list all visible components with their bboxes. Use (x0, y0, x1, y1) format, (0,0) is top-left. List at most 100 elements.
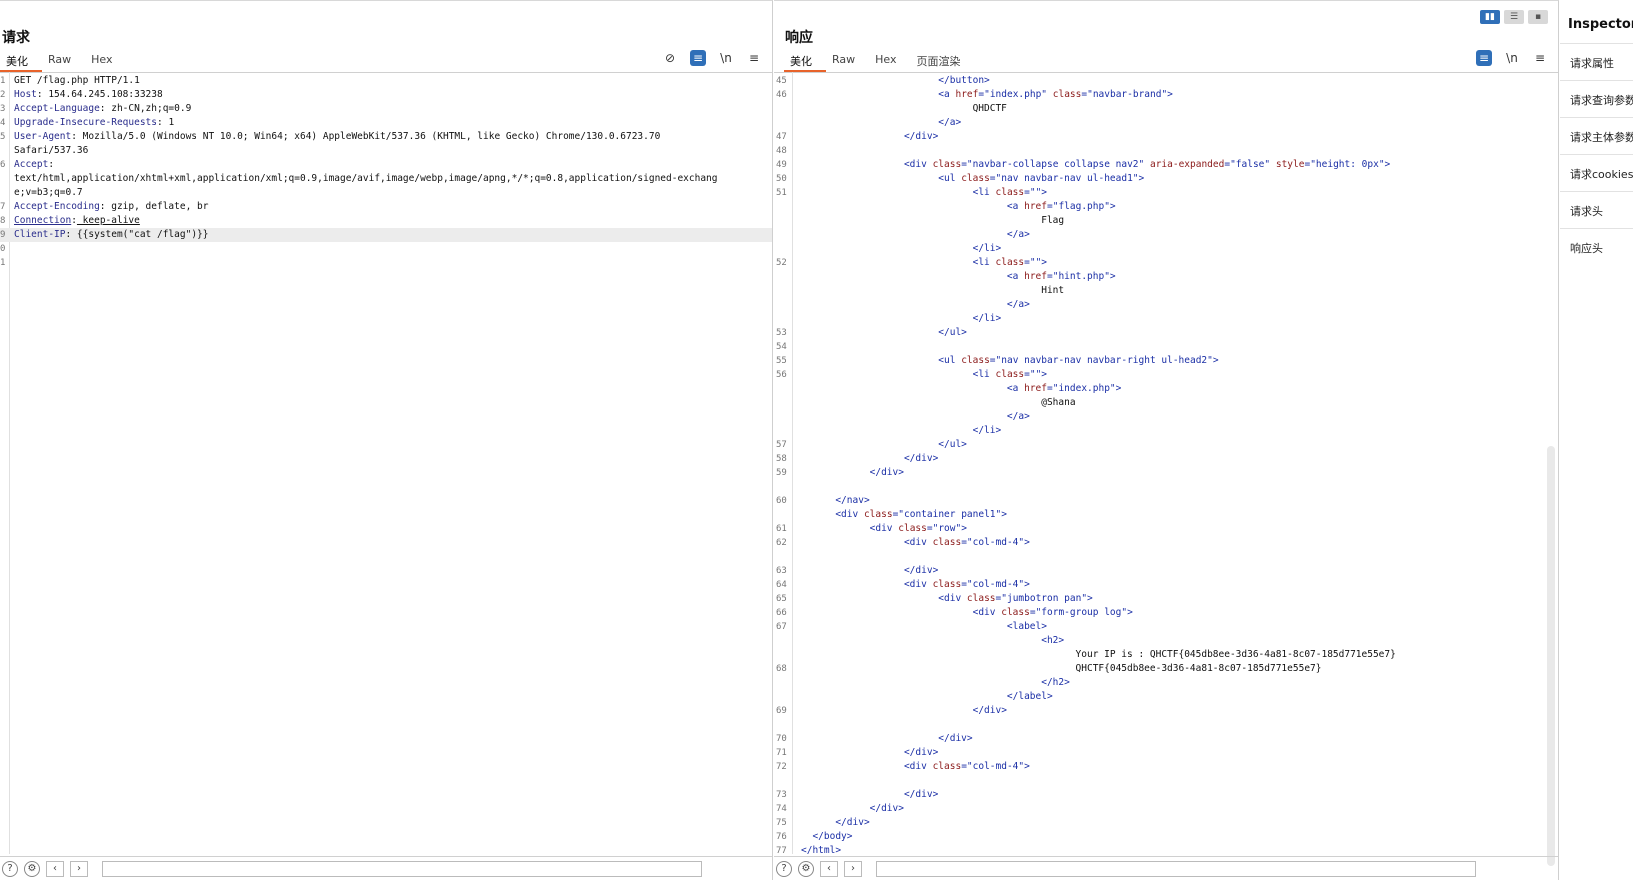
code-line[interactable]: QHDCTF (774, 102, 1558, 116)
code-line[interactable]: 67 <label> (774, 620, 1558, 634)
code-line[interactable]: 70 </div> (774, 732, 1558, 746)
next-match-button[interactable]: › (70, 860, 88, 877)
code-line[interactable]: 48 (774, 144, 1558, 158)
code-line[interactable]: 54 (774, 340, 1558, 354)
code-line[interactable] (774, 550, 1558, 564)
code-line[interactable]: 66 <div class="form-group log"> (774, 606, 1558, 620)
code-line[interactable]: <div class="container panel1"> (774, 508, 1558, 522)
inspector-item-cookies[interactable]: 请求cookies (1560, 154, 1633, 191)
code-line[interactable]: Safari/537.36 (0, 144, 772, 158)
code-line[interactable]: <a href="index.php"> (774, 382, 1558, 396)
tab-render[interactable]: 页面渲染 (916, 55, 961, 68)
code-line[interactable]: 76 </body> (774, 830, 1558, 844)
prev-match-button[interactable]: ‹ (820, 860, 838, 877)
inspector-item-body-params[interactable]: 请求主体参数 (1560, 117, 1633, 154)
settings-icon[interactable]: ⚙ (798, 860, 814, 877)
tab-raw[interactable]: Raw (48, 53, 72, 66)
code-line[interactable]: </a> (774, 410, 1558, 424)
prev-match-button[interactable]: ‹ (46, 860, 64, 877)
code-line[interactable]: 68 QHCTF{045db8ee-3d36-4a81-8c07-185d771… (774, 662, 1558, 676)
wrap-lines-icon[interactable]: ≡ (690, 50, 706, 66)
code-line[interactable]: 0 (0, 242, 772, 256)
code-line[interactable] (774, 480, 1558, 494)
code-line[interactable]: 1 (0, 256, 772, 270)
search-input[interactable] (102, 860, 702, 877)
code-line[interactable] (774, 718, 1558, 732)
code-line[interactable]: <a href="flag.php"> (774, 200, 1558, 214)
code-line[interactable]: 62 <div class="col-md-4"> (774, 536, 1558, 550)
layout-side-by-side-icon[interactable]: ▮▮ (1480, 10, 1500, 24)
menu-icon[interactable]: ≡ (1534, 51, 1546, 65)
code-line[interactable]: <h2> (774, 634, 1558, 648)
code-line[interactable]: </a> (774, 116, 1558, 130)
code-line[interactable]: 75 </div> (774, 816, 1558, 830)
code-line[interactable]: 49 <div class="navbar-collapse collapse … (774, 158, 1558, 172)
tab-hex[interactable]: Hex (875, 53, 897, 66)
code-line[interactable]: 59 </div> (774, 466, 1558, 480)
tab-raw[interactable]: Raw (832, 53, 856, 66)
show-newlines-icon[interactable]: \n (1506, 51, 1518, 65)
code-line[interactable]: e;v=b3;q=0.7 (0, 186, 772, 200)
layout-stacked-icon[interactable]: ☰ (1504, 10, 1524, 24)
code-line[interactable]: 64 <div class="col-md-4"> (774, 578, 1558, 592)
help-icon[interactable]: ? (2, 860, 18, 877)
code-line[interactable]: 45 </button> (774, 74, 1558, 88)
code-line[interactable]: </li> (774, 424, 1558, 438)
code-line[interactable]: </li> (774, 242, 1558, 256)
next-match-button[interactable]: › (844, 860, 862, 877)
tab-hex[interactable]: Hex (91, 53, 113, 66)
hide-nonprintable-icon[interactable]: ⊘ (664, 51, 676, 65)
code-line[interactable]: text/html,application/xhtml+xml,applicat… (0, 172, 772, 186)
tab-pretty[interactable]: 美化 (0, 52, 42, 72)
code-line[interactable]: 57 </ul> (774, 438, 1558, 452)
code-line[interactable]: 71 </div> (774, 746, 1558, 760)
code-line[interactable]: </h2> (774, 676, 1558, 690)
code-line[interactable]: </a> (774, 298, 1558, 312)
layout-tabs-icon[interactable]: ▪ (1528, 10, 1548, 24)
code-line[interactable]: Your IP is : QHCTF{045db8ee-3d36-4a81-8c… (774, 648, 1558, 662)
code-line[interactable]: </li> (774, 312, 1558, 326)
code-line[interactable]: 50 <ul class="nav navbar-nav ul-head1"> (774, 172, 1558, 186)
code-line[interactable]: 72 <div class="col-md-4"> (774, 760, 1558, 774)
settings-icon[interactable]: ⚙ (24, 860, 40, 877)
code-line[interactable]: 55 <ul class="nav navbar-nav navbar-righ… (774, 354, 1558, 368)
code-line[interactable]: 56 <li class=""> (774, 368, 1558, 382)
inspector-item-response-headers[interactable]: 响应头 (1560, 228, 1633, 265)
code-line[interactable]: 53 </ul> (774, 326, 1558, 340)
code-line[interactable]: 58 </div> (774, 452, 1558, 466)
tab-pretty[interactable]: 美化 (784, 52, 826, 72)
code-line[interactable]: 60 </nav> (774, 494, 1558, 508)
help-icon[interactable]: ? (776, 860, 792, 877)
code-line[interactable]: </label> (774, 690, 1558, 704)
code-line[interactable]: <a href="hint.php"> (774, 270, 1558, 284)
code-line[interactable]: 47 </div> (774, 130, 1558, 144)
search-input[interactable] (876, 860, 1476, 877)
inspector-item-request-attributes[interactable]: 请求属性 (1560, 43, 1633, 80)
code-line[interactable]: 65 <div class="jumbotron pan"> (774, 592, 1558, 606)
code-line[interactable] (774, 774, 1558, 788)
menu-icon[interactable]: ≡ (748, 51, 760, 65)
code-line[interactable]: Hint (774, 284, 1558, 298)
code-line[interactable]: 52 <li class=""> (774, 256, 1558, 270)
show-newlines-icon[interactable]: \n (720, 51, 732, 65)
code-line[interactable]: 63 </div> (774, 564, 1558, 578)
inspector-item-request-headers[interactable]: 请求头 (1560, 191, 1633, 228)
code-line[interactable]: </a> (774, 228, 1558, 242)
code-line[interactable]: 73 </div> (774, 788, 1558, 802)
code-line[interactable]: Flag (774, 214, 1558, 228)
code-line[interactable]: 46 <a href="index.php" class="navbar-bra… (774, 88, 1558, 102)
code-line[interactable]: @Shana (774, 396, 1558, 410)
code-line[interactable]: 51 <li class=""> (774, 186, 1558, 200)
vertical-scrollbar[interactable] (1547, 446, 1555, 866)
code-line[interactable]: 77</html> (774, 844, 1558, 858)
wrap-lines-icon[interactable]: ≡ (1476, 50, 1492, 66)
